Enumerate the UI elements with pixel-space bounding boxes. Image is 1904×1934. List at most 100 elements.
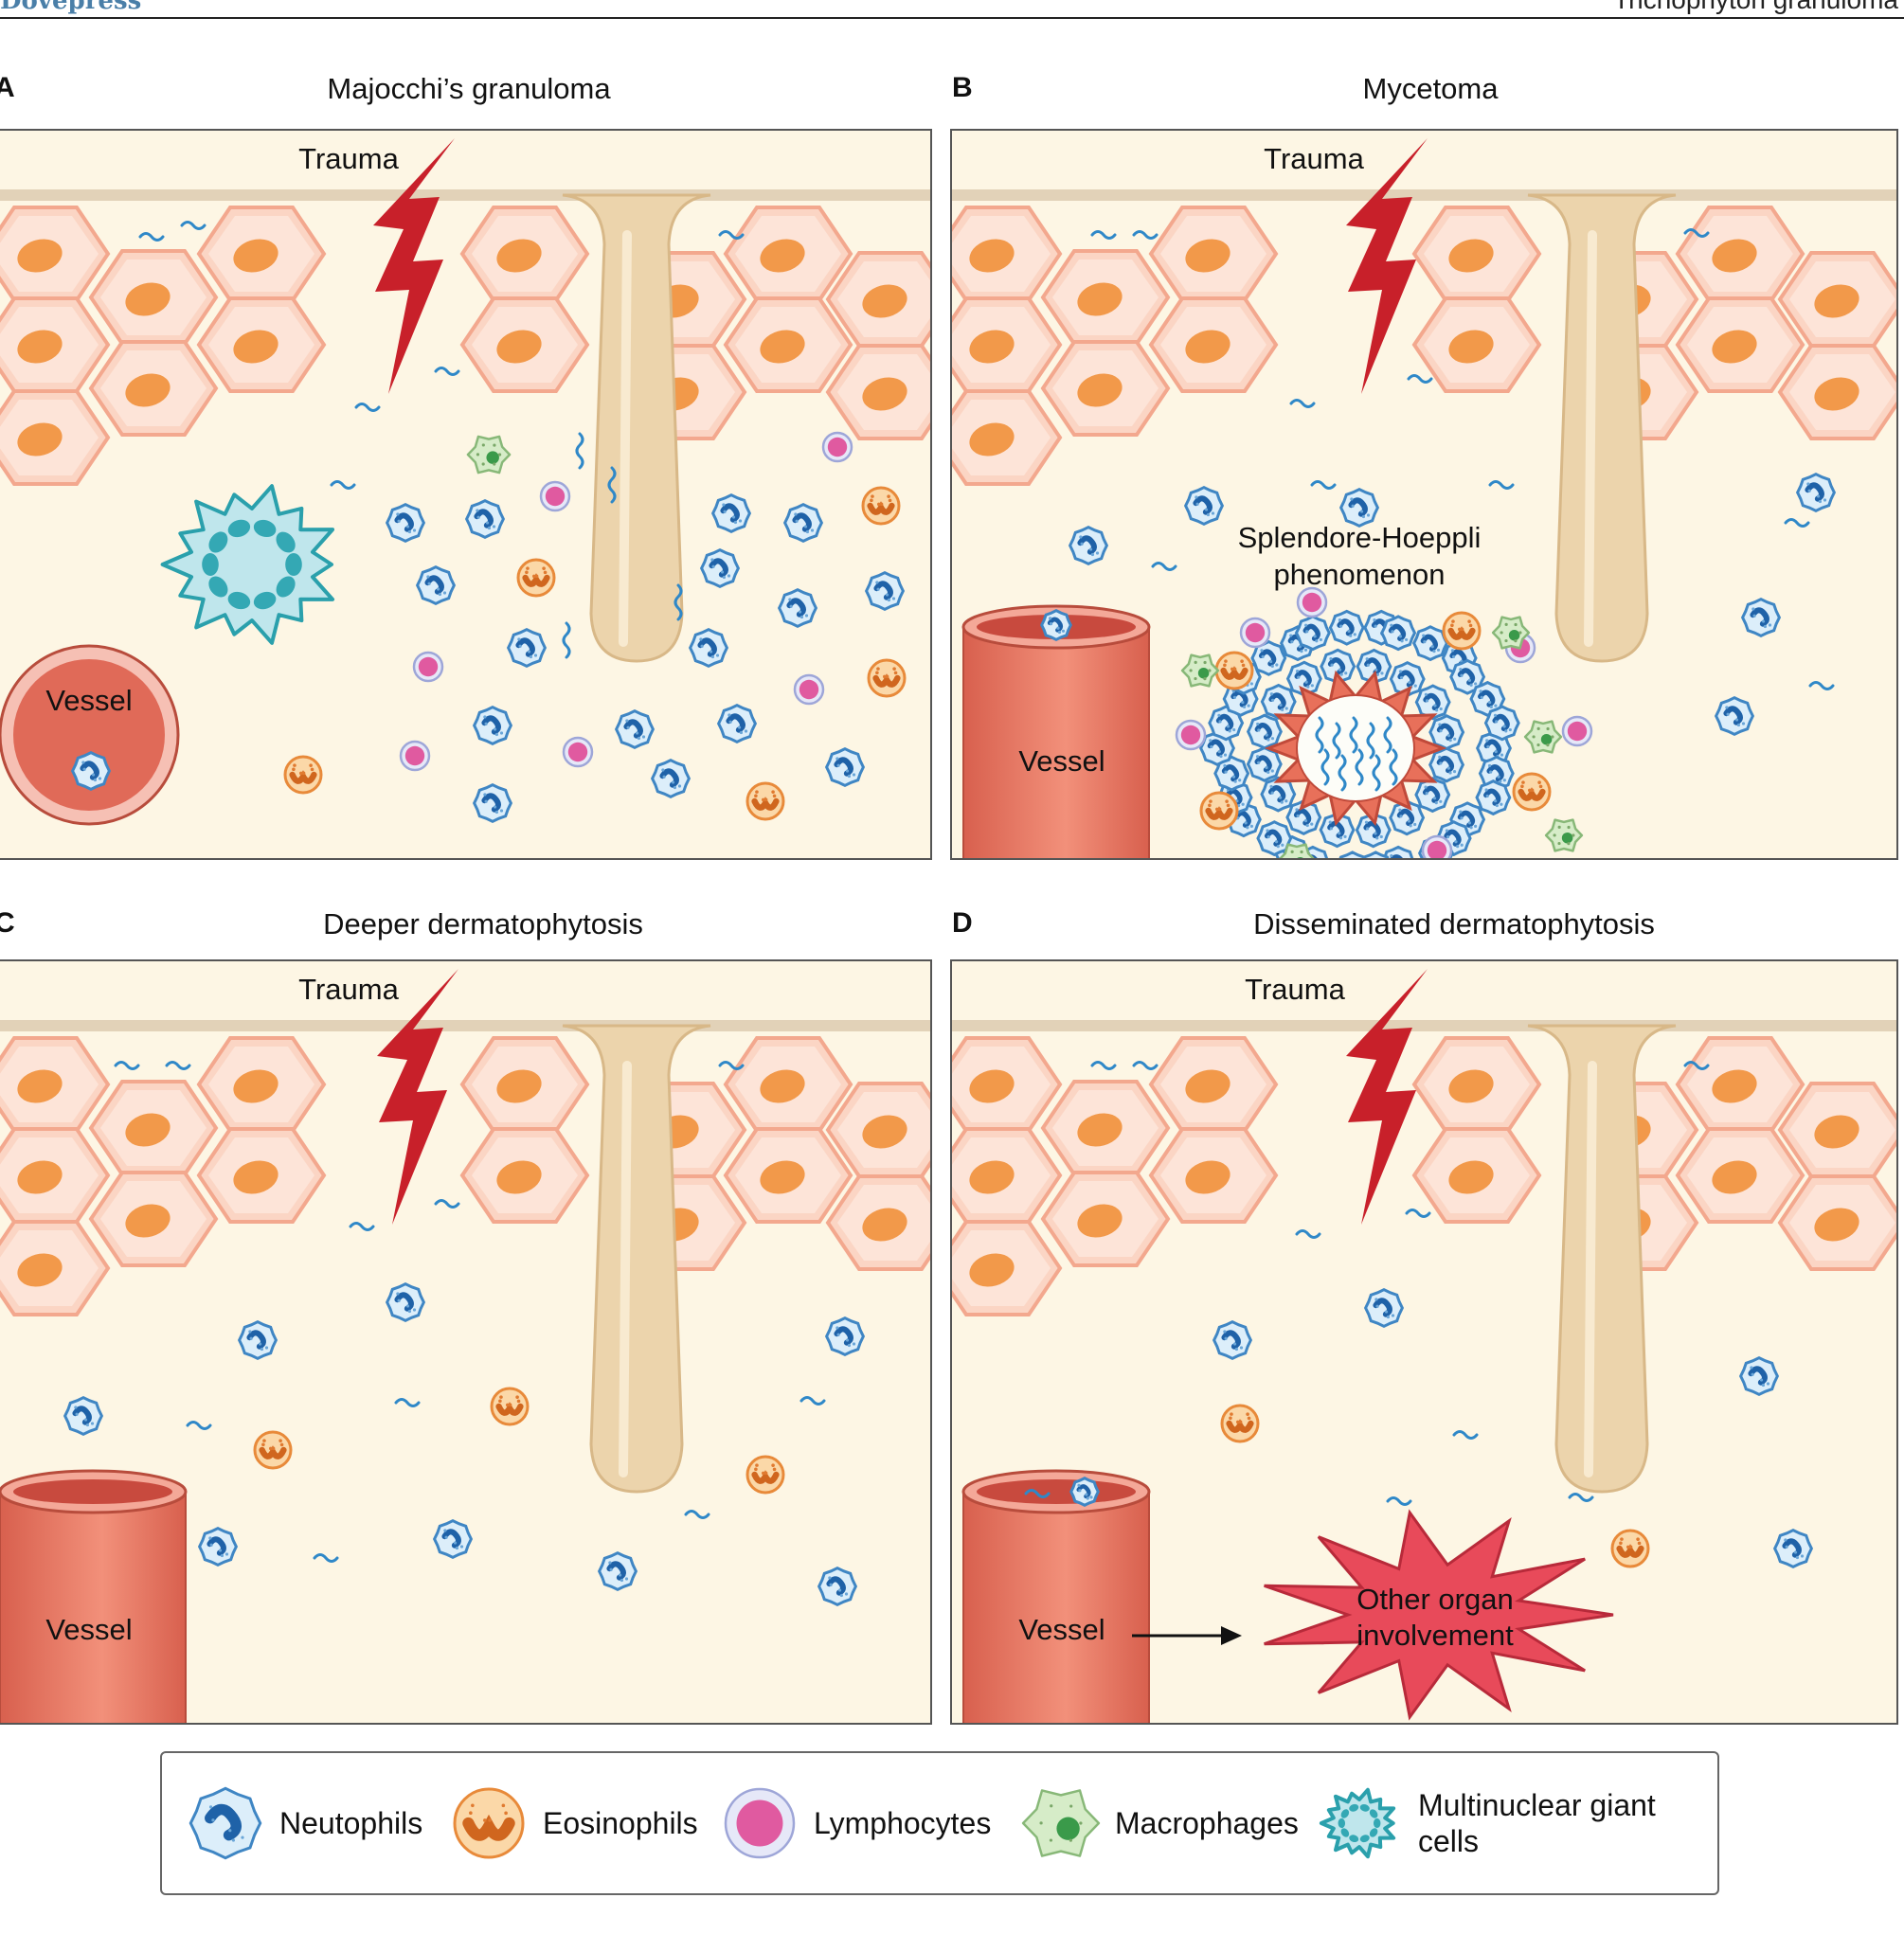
hyphae-icon <box>354 403 381 412</box>
keratinocyte <box>952 1220 1063 1316</box>
neutrophil-icon <box>1714 695 1755 737</box>
keratinocyte <box>1777 1174 1896 1271</box>
hyphae-icon <box>1338 754 1347 792</box>
neutrophil-icon <box>1483 705 1520 742</box>
keratinocyte <box>1411 1036 1542 1133</box>
neutrophil-icon <box>1740 597 1782 638</box>
keratinocyte <box>196 296 327 393</box>
hyphae-icon <box>349 1222 375 1231</box>
macrophage-icon <box>1180 654 1220 688</box>
hyphae-icon <box>1320 748 1330 786</box>
vessel <box>0 1469 188 1723</box>
legend-label: Macrophages <box>1115 1806 1299 1840</box>
hair-follicle <box>562 1024 711 1494</box>
macrophage-icon <box>1523 720 1563 754</box>
neutrophil-icon <box>472 782 513 824</box>
keratinocyte <box>459 206 590 302</box>
legend-label: Lymphocytes <box>814 1806 992 1840</box>
vessel <box>961 604 1151 858</box>
keratinocyte <box>88 249 219 346</box>
lymphocyte-icon <box>1239 617 1271 649</box>
keratinocyte <box>1777 344 1896 440</box>
keratinocyte <box>459 1127 590 1224</box>
vessel <box>0 644 180 826</box>
hyphae-icon <box>1488 480 1515 490</box>
neutrophil-icon <box>864 570 906 612</box>
neutrophil-icon <box>1213 755 1250 792</box>
trauma-label: Trauma <box>298 973 399 1006</box>
keratinocyte <box>1040 249 1171 346</box>
trauma-bolt-icon <box>373 138 455 394</box>
eosinophil-icon <box>745 1455 785 1495</box>
keratinocyte <box>1148 1036 1279 1133</box>
neutrophil-icon <box>197 1526 239 1567</box>
eosinophil-icon <box>1442 611 1482 651</box>
lymphocyte-icon <box>724 1787 796 1859</box>
eosinophil-icon <box>867 658 907 698</box>
neutrophil-icon <box>63 1395 104 1437</box>
panel-d-title: Disseminated dermatophytosis <box>1253 907 1655 940</box>
panel-c-letter: C <box>0 907 15 939</box>
hyphae-icon <box>138 232 165 242</box>
trauma-bolt-icon <box>1346 969 1428 1225</box>
hyphae-icon <box>114 1061 140 1070</box>
hyphae-icon <box>607 466 617 504</box>
neutrophil-icon <box>1338 851 1366 858</box>
keratinocyte <box>723 1036 853 1133</box>
hyphae-icon <box>1452 1430 1479 1440</box>
neutrophil-icon <box>1208 705 1245 742</box>
neutrophil-icon <box>1380 615 1417 652</box>
legend-item-lymphocytes: Lymphocytes <box>719 1753 991 1893</box>
lymphocyte-icon <box>724 1787 796 1859</box>
neutrophil-icon <box>1183 485 1225 527</box>
keratinocyte <box>825 251 930 348</box>
lymphocyte-icon <box>821 431 853 463</box>
vessel-label: Vessel <box>45 684 132 717</box>
macrophage-icon <box>1021 1789 1101 1857</box>
keratinocyte <box>0 1036 111 1133</box>
neutrophil-icon <box>817 1566 858 1607</box>
stratum-corneum <box>952 189 1896 201</box>
neutrophil-icon <box>710 492 752 534</box>
hyphae-icon <box>330 480 356 490</box>
panel-c-title: Deeper dermatophytosis <box>323 907 643 940</box>
hyphae-icon <box>1090 1061 1117 1070</box>
neutrophil-icon <box>1363 1287 1405 1329</box>
keratinocyte <box>1777 1082 1896 1178</box>
panel-b-title: Mycetoma <box>1362 72 1499 105</box>
keratinocyte <box>1411 1127 1542 1224</box>
keratinocyte <box>1675 1127 1805 1224</box>
splendore-hoeppli-cluster <box>1198 609 1520 858</box>
giant-cell-icon <box>1319 1787 1396 1859</box>
hair-follicle <box>1527 1024 1677 1494</box>
keratinocyte <box>1675 296 1805 393</box>
macrophage-icon <box>1544 818 1584 852</box>
hyphae-icon <box>1289 399 1316 408</box>
panel-a-letter: A <box>0 72 15 103</box>
neutrophil-icon <box>1389 661 1426 698</box>
trauma-label: Trauma <box>298 142 399 175</box>
neutrophil-icon <box>1411 625 1449 662</box>
hyphae-icon <box>684 1510 710 1519</box>
lymphocyte-icon <box>1561 715 1593 747</box>
hyphae-icon <box>180 221 207 230</box>
neutrophil-icon <box>1428 714 1465 751</box>
neutrophil-icon <box>189 1786 262 1860</box>
stratum-corneum <box>952 1020 1896 1031</box>
legend-item-neutrophils: Neutophils <box>185 1753 422 1893</box>
neutrophil-icon <box>1246 745 1283 782</box>
eosinophil-icon <box>490 1387 530 1426</box>
neutrophil-icon <box>782 502 824 544</box>
eosinophil-icon <box>516 558 556 598</box>
keratinocyte <box>196 206 327 302</box>
keratinocyte <box>1675 206 1805 302</box>
keratinocyte <box>196 1036 327 1133</box>
hyphae-icon <box>1568 1493 1594 1502</box>
journal-name: Dovepress <box>0 0 142 15</box>
neutrophil-icon <box>464 498 506 540</box>
eosinophil-icon <box>1199 791 1239 831</box>
neutrophil-icon <box>1294 615 1331 652</box>
hyphae-icon <box>718 1061 745 1070</box>
